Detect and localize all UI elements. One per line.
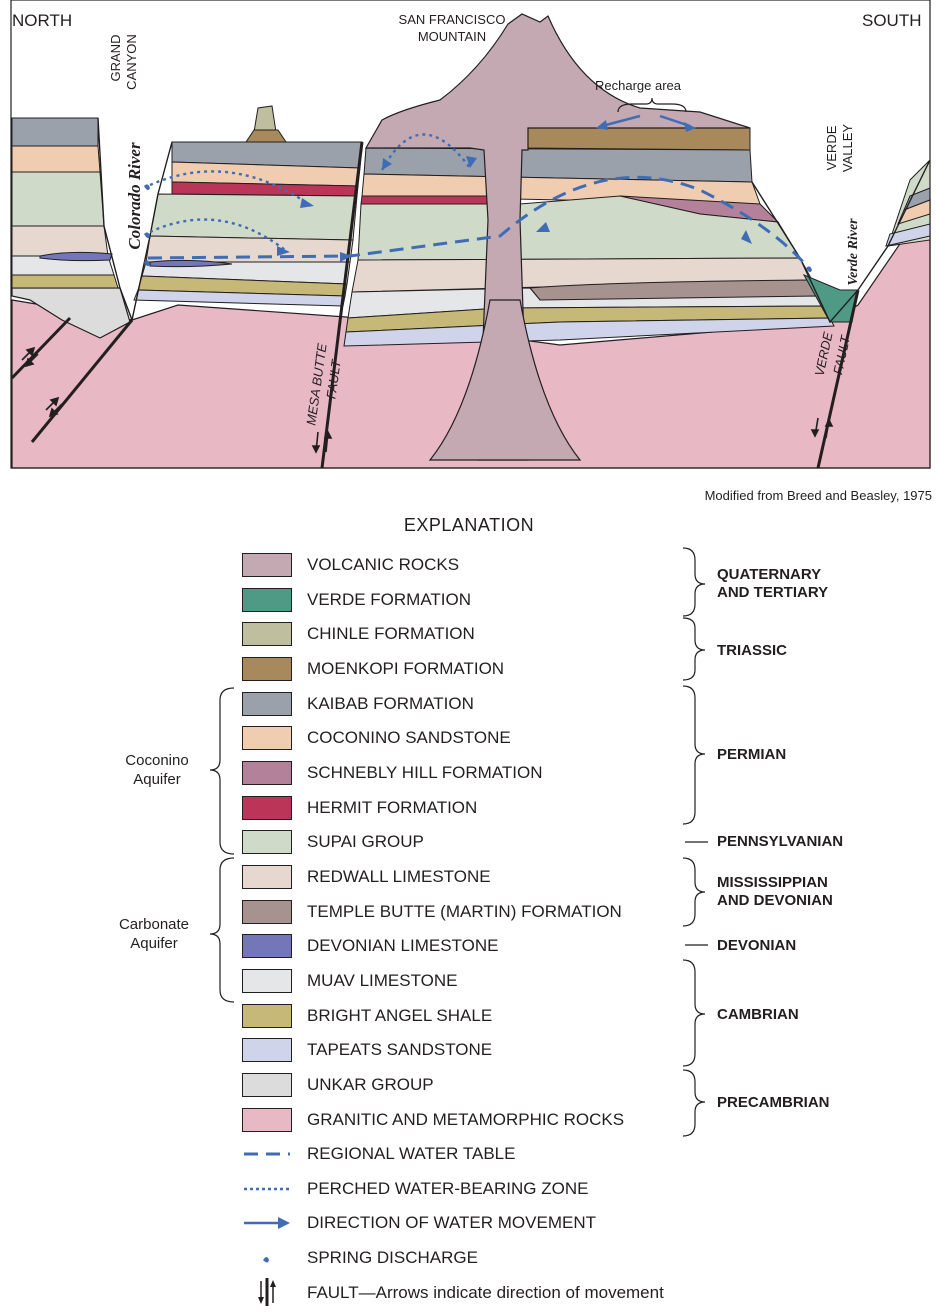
bright-angel-north [12,275,118,288]
aquifer-line: Aquifer [130,935,178,952]
colorado-river-label: Colorado River [125,142,144,250]
aquifer-line: Carbonate [119,916,189,933]
mountain-label-line2: MOUNTAIN [418,29,486,44]
age-line: AND TERTIARY [717,584,828,601]
chinle-butte [254,106,276,132]
south-label: SOUTH [862,11,922,30]
brace-coconino-aquifer [210,688,234,854]
brace-cambrian [683,960,705,1066]
supai-north [12,172,104,226]
age-pennsylvanian: PENNSYLVANIAN [717,833,843,851]
brace-permian [683,686,705,824]
kaibab-north [12,118,98,146]
moenkopi-south [528,128,750,150]
redwall-north [12,226,108,256]
aquifer-line: Coconino [125,752,188,769]
grand-canyon-label-line1: GRAND [108,35,123,82]
age-cambrian: CAMBRIAN [717,1006,799,1024]
mountain-label-line1: SAN FRANCISCO [399,12,506,27]
verde-river-label: Verde River [846,218,861,286]
source-credit: Modified from Breed and Beasley, 1975 [705,488,932,503]
brace-mississippian [683,858,705,926]
age-line: AND DEVONIAN [717,892,833,909]
brace-quaternary [683,548,705,616]
age-line: QUATERNARY [717,566,821,583]
aquifer-line: Aquifer [133,771,181,788]
supai-middle [150,194,357,240]
verde-valley-label-line2: VALLEY [840,124,855,173]
age-line: MISSISSIPPIAN [717,874,828,891]
coconino-aquifer-label: CoconinoAquifer [112,751,202,789]
verde-valley-label-line1: VERDE [824,125,839,170]
brace-triassic [683,618,705,680]
geologic-cross-section: NORTH SOUTH SAN FRANCISCO MOUNTAIN Recha… [0,0,938,470]
age-devonian: DEVONIAN [717,937,796,955]
explanation-title: EXPLANATION [0,515,938,536]
age-precambrian: PRECAMBRIAN [717,1094,830,1112]
recharge-area-label: Recharge area [595,78,682,93]
brace-precambrian [683,1070,705,1136]
moenkopi-butte [246,130,286,142]
north-label: NORTH [12,11,72,30]
coconino-north [12,146,100,172]
age-permian: PERMIAN [717,746,786,764]
age-triassic: TRIASSIC [717,642,787,660]
brace-carbonate-aquifer [210,858,234,1002]
grand-canyon-label-line2: CANYON [124,34,139,90]
